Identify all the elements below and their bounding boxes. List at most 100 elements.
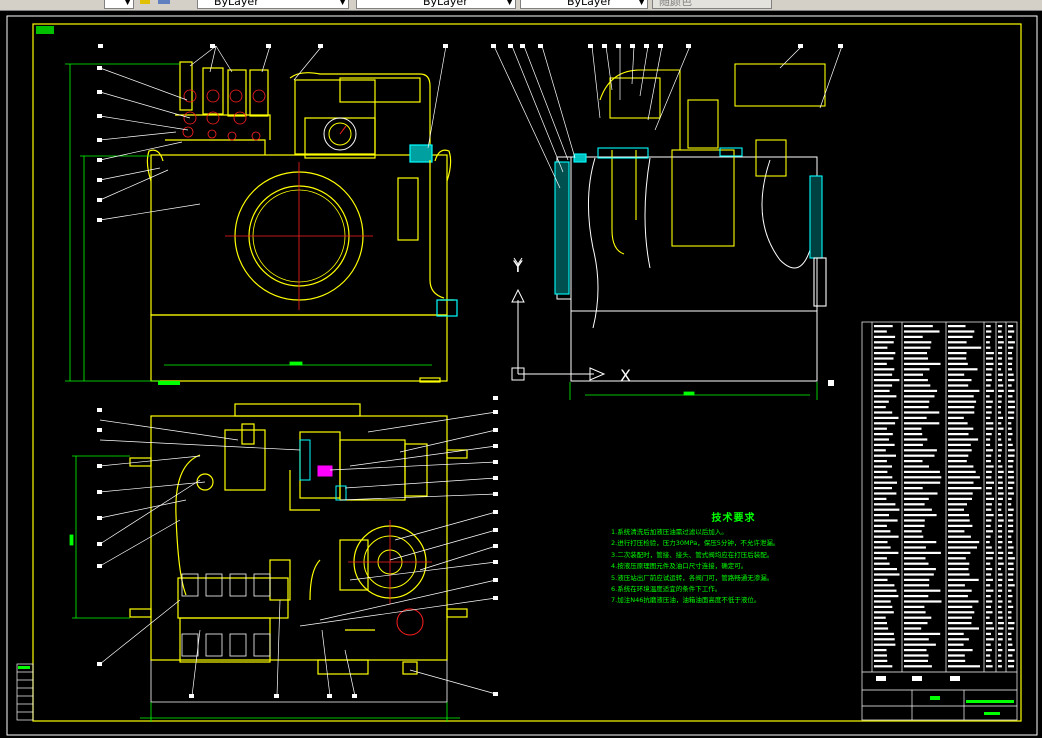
parts-list-cell — [874, 427, 887, 430]
parts-list-cell — [948, 497, 972, 500]
front-view-cover-circle — [225, 117, 373, 310]
parts-list-cell — [986, 551, 994, 554]
parts-list-cell — [948, 584, 965, 587]
parts-list-cell — [998, 438, 1002, 441]
front-view-leaders — [99, 45, 447, 221]
parts-list-cell — [998, 400, 1002, 403]
parts-list-cell — [1008, 400, 1015, 403]
parts-list-cell — [904, 400, 930, 403]
parts-list-cell — [998, 568, 1002, 571]
parts-list-cell — [874, 449, 886, 452]
color-dropdown[interactable]: ByLayer▼ — [356, 0, 516, 9]
parts-list-cell — [904, 584, 930, 587]
parts-list-cell — [948, 406, 975, 409]
parts-list-cell — [986, 416, 991, 419]
parts-list-cell — [998, 460, 1001, 463]
parts-list-cell — [948, 659, 966, 662]
parts-list-cell — [874, 508, 900, 511]
ucs-axis-icon — [511, 257, 606, 381]
parts-list-cell — [874, 541, 888, 544]
parts-list-cell — [948, 600, 979, 603]
parts-list-cell — [948, 568, 969, 571]
parts-list-cell — [986, 400, 993, 403]
parts-list-cell — [874, 422, 896, 425]
side-view — [556, 156, 818, 382]
parts-list-cell — [998, 346, 1003, 349]
parts-list-cell — [1008, 487, 1013, 490]
parts-list-cell — [948, 627, 979, 630]
parts-list-cell — [948, 605, 973, 608]
parts-list-cell — [998, 341, 1004, 344]
parts-list-cell — [998, 422, 1002, 425]
parts-list-cell — [986, 449, 993, 452]
parts-list-cell — [948, 411, 975, 414]
parts-list-cell — [1008, 443, 1013, 446]
parts-list-cell — [986, 616, 990, 619]
plotstyle-dropdown[interactable]: 随颜色 — [652, 0, 772, 9]
properties-toolbar: ▼ ByLayer▼ ByLayer▼ ByLayer▼ 随颜色 — [0, 0, 1042, 11]
side-view-components — [554, 63, 827, 307]
parts-list-cell — [948, 346, 982, 349]
parts-list-cell — [986, 389, 994, 392]
parts-list-cell — [998, 395, 1002, 398]
parts-list-cell — [998, 524, 1002, 527]
parts-list-cell — [904, 519, 925, 522]
parts-list-cell — [874, 357, 894, 360]
parts-list-cell — [948, 665, 980, 668]
parts-list-cell — [948, 357, 967, 360]
parts-list-rows — [874, 325, 1015, 668]
tech-requirement-item: 6.系统在环境温度适宜的条件下工作。 — [611, 585, 722, 594]
parts-list-cell — [948, 595, 968, 598]
parts-list-cell — [986, 362, 994, 365]
plan-view-pump — [299, 439, 432, 636]
parts-list-cell — [948, 454, 969, 457]
parts-list-cell — [998, 433, 1001, 436]
layer-state-dropdown[interactable]: ▼ — [104, 0, 134, 9]
drawing-frame — [6, 15, 1038, 736]
lineweight-dropdown[interactable]: ByLayer▼ — [520, 0, 648, 9]
parts-list-cell — [1008, 357, 1013, 360]
layer-tools-icon[interactable] — [138, 0, 178, 9]
parts-list-cell — [998, 616, 1003, 619]
parts-list-cell — [874, 562, 890, 565]
parts-list-cell — [998, 352, 1003, 355]
parts-list-cell — [904, 643, 936, 646]
parts-list-cell — [1008, 476, 1014, 479]
parts-list-cell — [904, 379, 928, 382]
parts-list-cell — [998, 654, 1002, 657]
parts-list-cell — [948, 530, 965, 533]
parts-list-cell — [1008, 573, 1014, 576]
chevron-down-icon: ▼ — [339, 0, 346, 7]
parts-list-cell — [998, 589, 1003, 592]
parts-list-cell — [904, 659, 928, 662]
parts-list-cell — [904, 481, 941, 484]
drawing-canvas[interactable]: X Y — [0, 10, 1042, 738]
parts-list-cell — [874, 546, 891, 549]
parts-list-cell — [1008, 346, 1014, 349]
parts-list-cell — [874, 519, 898, 522]
tech-requirement-item: 7.加注N46抗磨液压油，油箱油面高度不低于液位。 — [611, 596, 761, 605]
parts-list-cell — [1008, 514, 1013, 517]
parts-list-cell — [986, 643, 991, 646]
plan-view-leaders — [99, 411, 497, 697]
color-dropdown-value: ByLayer — [423, 0, 468, 8]
parts-list-cell — [986, 481, 994, 484]
layer-dropdown[interactable]: ByLayer▼ — [197, 0, 349, 9]
parts-list-cell — [986, 605, 991, 608]
parts-list-cell — [986, 335, 991, 338]
parts-list-cell — [904, 362, 941, 365]
parts-list-cell — [904, 541, 937, 544]
axis-y-label: Y — [512, 257, 523, 276]
parts-list-cell — [904, 622, 928, 625]
parts-list-cell — [948, 422, 968, 425]
parts-list-cell — [904, 568, 936, 571]
title-block-marks — [876, 676, 1014, 715]
parts-list-cell — [948, 400, 977, 403]
parts-list-cell — [986, 557, 993, 560]
parts-list-cell — [986, 503, 992, 506]
parts-list-cell — [948, 487, 982, 490]
parts-list-cell — [874, 379, 900, 382]
parts-list-cell — [998, 411, 1002, 414]
parts-list-cell — [904, 573, 934, 576]
parts-list-cell — [998, 605, 1002, 608]
